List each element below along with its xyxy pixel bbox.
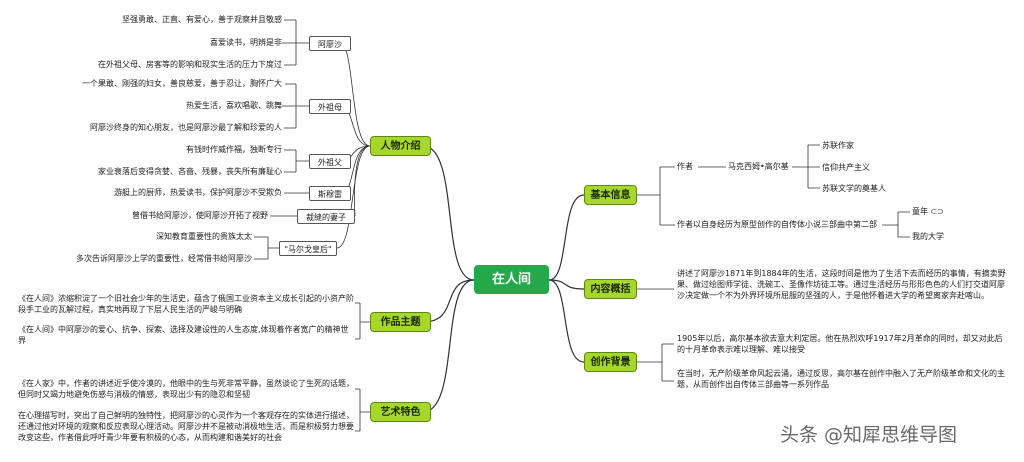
branch-background[interactable]: 创作背景 [584, 352, 637, 372]
root-topic[interactable]: 在人间 [474, 265, 549, 294]
art-item: 在心理描写时，突出了自己鲜明的独特性，把阿廖沙的心灵作为一个客观存在的实体进行描… [18, 411, 354, 442]
list-item: 游艇上的厨师，热爱读书，保护阿廖沙不受欺负 [114, 188, 282, 197]
link-icon[interactable]: ⊂⊃ [930, 207, 944, 216]
branch-characters[interactable]: 人物介绍 [370, 136, 431, 156]
branch-art[interactable]: 艺术特色 [370, 402, 431, 422]
background-item: 在当时，无产阶级革命风起云涌，通过反思，高尔基在创作中融入了无产阶级革命和文化的… [677, 369, 1005, 389]
theme-item: 《在人间》浓缩积淀了一个旧社会少年的生活史，蕴含了俄国工业资本主义成长引起的小资… [18, 294, 354, 314]
group-grandfather[interactable]: 外祖父 [309, 154, 351, 169]
list-item: 有钱时作威作福，独断专行 [186, 145, 282, 154]
trilogy-item-label: 童年 [912, 207, 928, 216]
branch-basic-info[interactable]: 基本信息 [584, 185, 637, 205]
art-item: 《在人家》中，作者的讲述近乎使冷漠的，他眼中的生与死非常平静，虽然谈论了生死的话… [18, 379, 354, 399]
list-item: 阿廖沙终身的知心朋友，也是阿廖沙最了解和珍爱的人 [90, 123, 282, 132]
group-smury[interactable]: 斯穆雷 [309, 186, 351, 201]
branch-theme[interactable]: 作品主题 [370, 312, 431, 332]
author-label: 作者 [677, 162, 693, 171]
list-item: 深知教育重要性的贵族太太 [156, 232, 252, 241]
author-name: 马克西姆•高尔基 [728, 162, 789, 171]
list-item: 喜爱读书，明辨是非 [210, 38, 282, 47]
author-fact: 苏联作家 [822, 141, 854, 150]
list-item: 家业衰落后变得贪婪、吝啬、残暴，丧失所有廉耻心 [98, 167, 282, 176]
list-item: 在外祖父母、房客等的影响和现实生活的压力下度过 [98, 60, 282, 69]
list-item: 曾借书给阿廖沙，使阿廖沙开拓了视野 [132, 211, 268, 220]
summary-text: 讲述了阿廖沙1871年到1884年的生活，这段时间是他为了生活下去而经历的事情，… [677, 269, 1006, 300]
list-item: 热爱生活，喜欢唱歌、跳舞 [186, 101, 282, 110]
branch-summary[interactable]: 内容概括 [584, 279, 637, 299]
group-grandmother[interactable]: 外祖母 [309, 99, 351, 114]
list-item: 坚强勇敢、正直、有爱心，善于观察并且敬感 [122, 15, 282, 24]
watermark: 头条 @知犀思维导图 [780, 424, 958, 446]
trilogy-item: 我的大学 [912, 232, 944, 241]
list-item: 一个果敢、刚强的妇女，善良慈爱，善于忍让，胸怀广大 [82, 79, 282, 88]
group-queen-margot[interactable]: "马尔戈皇后" [279, 241, 337, 256]
trilogy-item: 童年 ⊂⊃ [912, 206, 944, 217]
author-fact: 苏联文学的奠基人 [822, 184, 886, 193]
background-item: 1905年以后，高尔基本欲去意大利定居。他在热烈欢呼1917年2月革命的同时，却… [677, 334, 1003, 354]
theme-item: 《在人间》中阿廖沙的爱心、抗争、探索、选择及建设性的人生态度,体现着作者宽广的精… [18, 325, 349, 345]
group-aliosha[interactable]: 阿廖沙 [309, 36, 351, 51]
group-tailor-wife[interactable]: 裁缝的妻子 [297, 209, 355, 224]
trilogy-label: 作者以自身经历为原型创作的自传体小说三部曲中第二部 [677, 220, 877, 229]
list-item: 多次告诉阿廖沙上学的重要性，经常借书给阿廖沙 [76, 254, 252, 263]
author-fact: 信仰共产主义 [822, 163, 870, 172]
